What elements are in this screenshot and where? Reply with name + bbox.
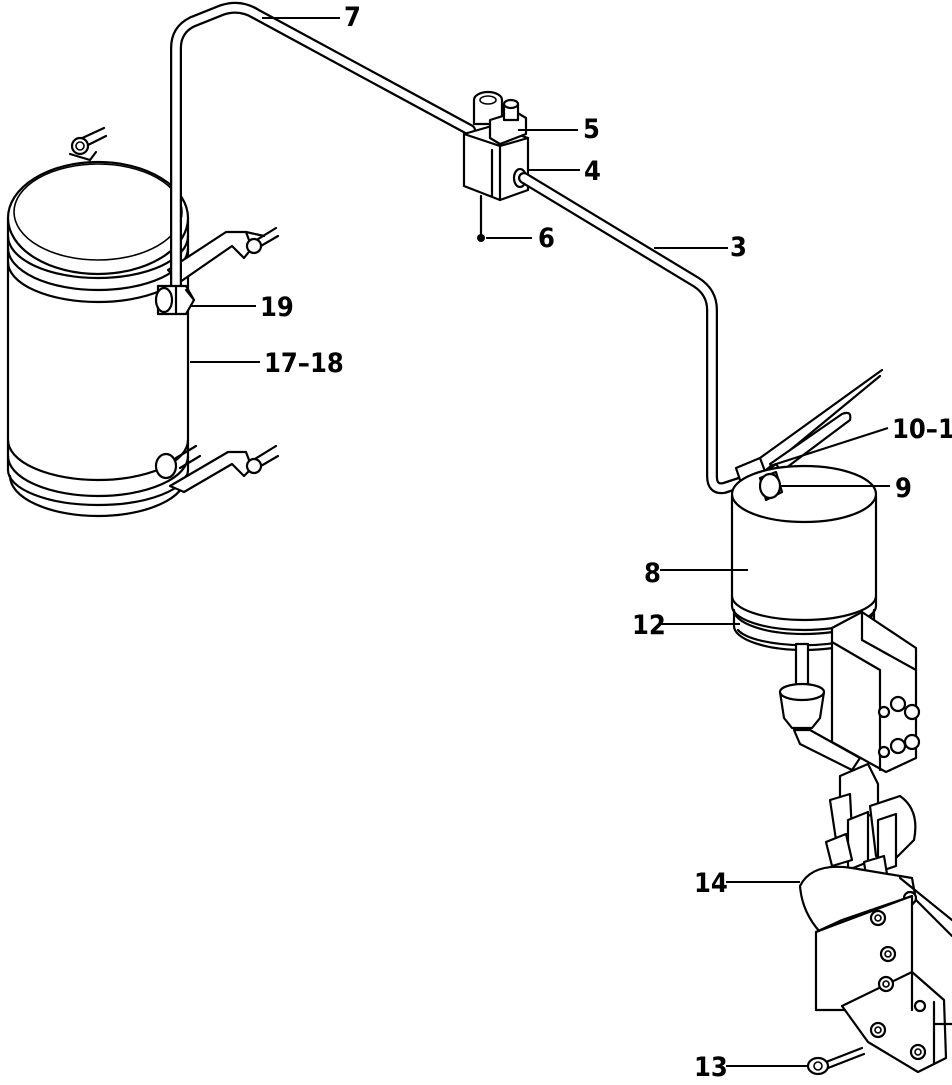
callout-12: 12: [632, 610, 666, 641]
callout-13: 13: [694, 1052, 728, 1080]
air-tank: [6, 160, 190, 518]
tank-mount-bolt-top: [68, 126, 108, 162]
callout-10-11: 10–11: [892, 414, 952, 445]
callout-5: 5: [583, 114, 600, 145]
callout-6: 6: [538, 223, 555, 254]
lower-mounting-bracket: [798, 865, 952, 1076]
callout-3: 3: [730, 232, 747, 263]
fitting-19: [154, 284, 196, 316]
pipe-7: [170, 1, 476, 296]
pipe-3: [518, 172, 748, 495]
leader-lines: [190, 17, 890, 1067]
callout-9: 9: [895, 473, 912, 504]
callout-14: 14: [694, 868, 728, 899]
chamber-bracket: [830, 610, 921, 774]
callout-19: 19: [260, 292, 294, 323]
callout-8: 8: [644, 558, 661, 589]
pushrod: [778, 642, 862, 772]
callout-17-18: 17–18: [264, 348, 344, 379]
solenoid-valve: [462, 90, 530, 242]
lower-strap-bracket: [154, 444, 280, 494]
callout-labels: 7 5 4 6 3 19 17–18 10–11 9 8 12 14 13: [260, 2, 952, 1083]
callout-4: 4: [584, 156, 601, 187]
callout-7: 7: [344, 2, 361, 33]
upper-strap-bracket: [166, 226, 280, 284]
